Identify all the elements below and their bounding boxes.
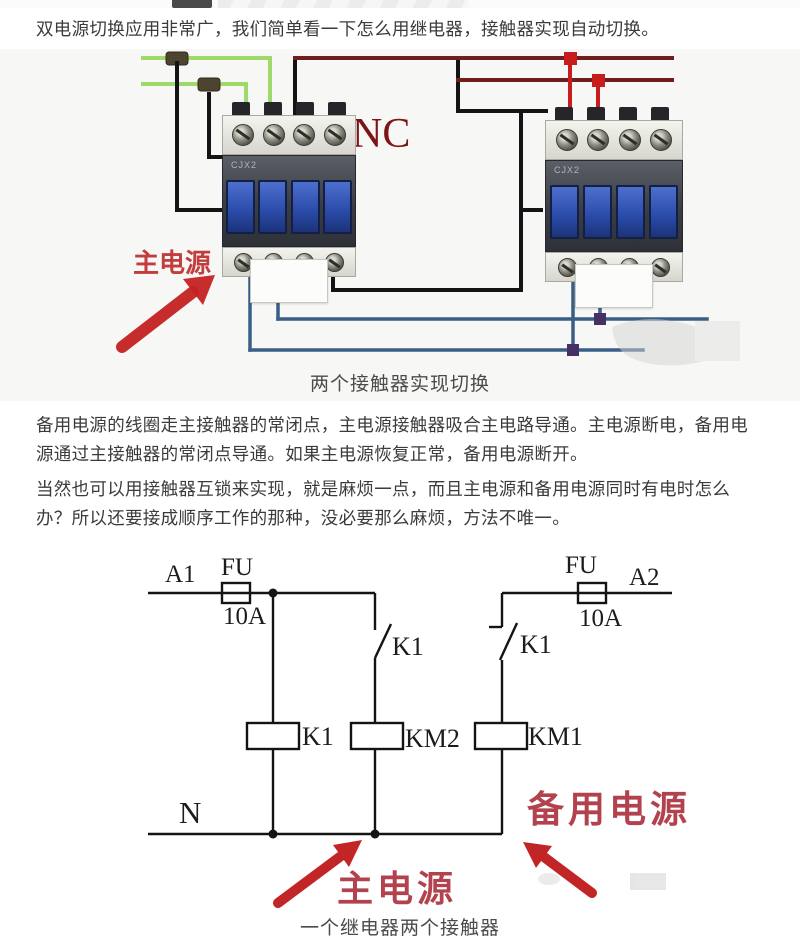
neutral-label: N bbox=[179, 795, 201, 830]
main-power-label-schematic: 主电源 bbox=[337, 869, 457, 909]
remnant-haze bbox=[218, 0, 468, 8]
circuit-schematic: A1 FU 10A FU A2 10A K1 K1 K1 KM2 KM1 N 备… bbox=[148, 552, 691, 909]
black-wires bbox=[175, 56, 548, 292]
circuit-lines bbox=[148, 581, 672, 836]
nc-contact-label: K1 bbox=[520, 630, 552, 659]
coil-km1-label: KM1 bbox=[528, 722, 583, 751]
terminal-screw bbox=[555, 129, 578, 151]
terminal-screw bbox=[618, 129, 641, 151]
fuse-symbol-left bbox=[220, 581, 252, 605]
photo-caption: 两个接触器实现切换 bbox=[309, 374, 490, 395]
contactor-body: CJX2 bbox=[222, 155, 356, 247]
junction-dots bbox=[268, 588, 380, 839]
blue-junction bbox=[567, 344, 579, 356]
coil-km2-label: KM2 bbox=[405, 724, 460, 753]
terminal-screw bbox=[587, 129, 610, 151]
no-contact-label: K1 bbox=[392, 632, 424, 661]
red-junction bbox=[592, 74, 605, 87]
watermark-smudge bbox=[612, 319, 740, 366]
fuse-symbol-right bbox=[576, 581, 608, 605]
terminal-screw bbox=[651, 257, 670, 277]
schematic-figure: A1 FU 10A FU A2 10A K1 K1 K1 KM2 KM1 N 备… bbox=[0, 545, 800, 947]
blue-junction bbox=[594, 313, 606, 325]
dark-red-bus-wires bbox=[293, 56, 674, 82]
main-power-label-photo: 主电源 bbox=[133, 249, 211, 278]
top-terminal-strip bbox=[222, 115, 356, 155]
red-arrow-icon bbox=[116, 275, 215, 353]
terminal-screw bbox=[262, 124, 285, 146]
article-intro: 双电源切换应用非常广，我们简单看一下怎么用继电器，接触器实现自动切换。 bbox=[36, 19, 659, 39]
red-junction bbox=[564, 52, 577, 65]
contactor-left: CJX2 bbox=[222, 102, 356, 303]
fuse-right-rating: 10A bbox=[579, 605, 622, 632]
backup-power-label: 备用电源 bbox=[527, 789, 691, 831]
coil-symbol-k1 bbox=[245, 721, 301, 751]
terminal-tabs bbox=[222, 102, 356, 115]
terminal-a1-label: A1 bbox=[165, 561, 196, 588]
fuse-left-rating: 10A bbox=[223, 603, 266, 630]
article-paragraph-2: 当然也可以用接触器互锁来实现，就是麻烦一点，而且主电源和备用电源同时有电时怎么办… bbox=[36, 479, 731, 528]
terminal-tabs bbox=[545, 107, 683, 120]
cropped-image-remnant bbox=[0, 0, 800, 8]
terminal-screw bbox=[650, 129, 673, 151]
contactor-label-plate bbox=[250, 259, 328, 303]
coil-symbol-km2 bbox=[349, 721, 405, 751]
no-contact-blade bbox=[373, 623, 393, 659]
main-power-arrow-icon bbox=[273, 840, 362, 908]
terminal-screw bbox=[324, 124, 347, 146]
coil-symbol-km1 bbox=[473, 721, 529, 751]
contactor-model-label: CJX2 bbox=[231, 160, 258, 170]
fuse-right-label: FU bbox=[565, 552, 597, 579]
contactor-model-label: CJX2 bbox=[554, 165, 581, 175]
wiring-photo-figure: NC 主电源 CJX2 bbox=[0, 49, 800, 401]
fuse-left-label: FU bbox=[221, 554, 253, 581]
watermark-smudge bbox=[538, 873, 666, 890]
terminal-a2-label: A2 bbox=[629, 564, 660, 591]
contactor-label-plate bbox=[575, 264, 653, 308]
remnant-dark-shape bbox=[172, 0, 212, 8]
contactor-body: CJX2 bbox=[545, 160, 683, 252]
contactor-keys bbox=[546, 185, 682, 239]
schematic-caption: 一个继电器两个接触器 bbox=[299, 918, 500, 939]
contactor-keys bbox=[223, 180, 355, 234]
terminal-screw bbox=[231, 124, 254, 146]
article-paragraph-1: 备用电源的线圈走主接触器的常闭点，主电源接触器吸合主电路导通。主电源断电，备用电… bbox=[36, 415, 748, 464]
backup-power-arrow-icon bbox=[523, 842, 597, 898]
coil-k1-label: K1 bbox=[302, 722, 334, 751]
wire-lug bbox=[197, 77, 221, 92]
contactor-right: CJX2 bbox=[545, 107, 683, 308]
top-terminal-strip bbox=[545, 120, 683, 160]
circuit-labels: A1 FU 10A FU A2 10A K1 K1 K1 KM2 KM1 N bbox=[165, 552, 660, 830]
nc-contact-blade bbox=[498, 622, 519, 661]
terminal-screw bbox=[293, 124, 316, 146]
nc-label: NC bbox=[352, 111, 410, 157]
